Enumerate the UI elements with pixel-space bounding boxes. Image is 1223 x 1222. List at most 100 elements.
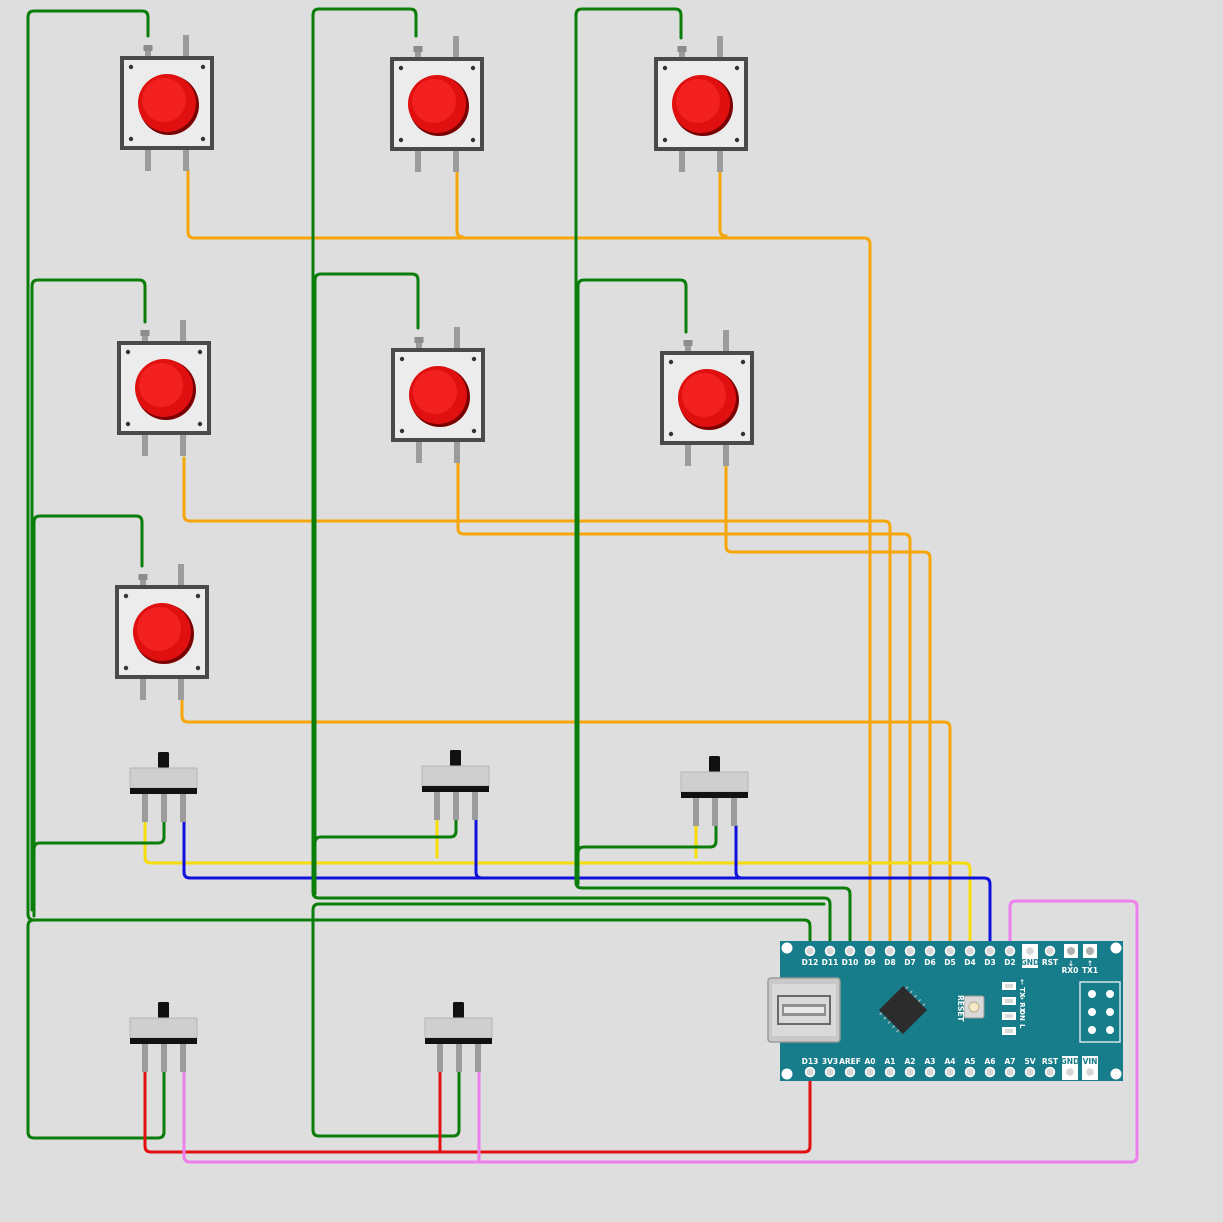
button-7[interactable] bbox=[115, 564, 209, 700]
button-5[interactable] bbox=[391, 327, 485, 463]
wire-orange-button6[interactable] bbox=[724, 463, 932, 954]
wire-green-column1[interactable] bbox=[26, 9, 812, 954]
pin-a6-bottom[interactable]: A6 bbox=[984, 1057, 996, 1078]
button-3[interactable] bbox=[654, 36, 748, 172]
pin-label: D5 bbox=[944, 958, 955, 967]
pin-pad bbox=[864, 945, 876, 957]
pin-a5-bottom[interactable]: A5 bbox=[964, 1057, 976, 1078]
wire-pink-switches[interactable] bbox=[182, 899, 1139, 1164]
switch-4[interactable] bbox=[129, 1002, 198, 1072]
switch-knob[interactable] bbox=[450, 750, 461, 766]
pin-d4-top[interactable]: D4 bbox=[964, 945, 976, 968]
switch-pin bbox=[161, 1044, 167, 1072]
switch-1[interactable] bbox=[129, 752, 198, 822]
switch-body bbox=[129, 767, 198, 789]
pin-rst-top[interactable]: RST bbox=[1042, 945, 1059, 968]
pin-a3-bottom[interactable]: A3 bbox=[924, 1057, 936, 1078]
pin-d13-bottom[interactable]: D13 bbox=[802, 1057, 819, 1078]
button-cap-highlight bbox=[139, 363, 183, 407]
pin-a2-bottom[interactable]: A2 bbox=[904, 1057, 916, 1078]
pin-d12-top[interactable]: D12 bbox=[802, 945, 819, 968]
switch-knob[interactable] bbox=[158, 752, 169, 768]
pin-pad bbox=[864, 1066, 876, 1078]
button-screw bbox=[200, 136, 206, 142]
wire-orange-button4[interactable] bbox=[182, 456, 892, 954]
switch-5[interactable] bbox=[424, 1002, 493, 1072]
wire-green-button6[interactable] bbox=[576, 278, 688, 882]
wire-blue-switch3[interactable] bbox=[734, 824, 744, 880]
pin-5v-bottom[interactable]: 5V bbox=[1024, 1057, 1036, 1078]
wire-green-column2[interactable] bbox=[311, 7, 832, 954]
pin-d6-top[interactable]: D6 bbox=[924, 945, 936, 968]
pin-d7-top[interactable]: D7 bbox=[904, 945, 916, 968]
pin-label: A7 bbox=[1004, 1057, 1015, 1066]
pin-a4-bottom[interactable]: A4 bbox=[944, 1057, 956, 1078]
pin-gnd-bottom[interactable]: GND bbox=[1061, 1056, 1080, 1080]
switch-knob[interactable] bbox=[158, 1002, 169, 1018]
button-6[interactable] bbox=[660, 330, 754, 466]
wire-orange-row1-b3[interactable] bbox=[718, 168, 728, 238]
switch-knob[interactable] bbox=[453, 1002, 464, 1018]
button-cap-highlight bbox=[137, 607, 181, 651]
reset-button-cap[interactable] bbox=[968, 1001, 980, 1013]
wire-green-switch4[interactable] bbox=[26, 918, 166, 1140]
pin-vin-bottom[interactable]: VIN bbox=[1082, 1056, 1098, 1080]
button-leg bbox=[717, 149, 723, 172]
wire-green-button7[interactable] bbox=[32, 514, 144, 918]
pin-gnd-top[interactable]: GND bbox=[1021, 944, 1040, 968]
pin-a7-bottom[interactable]: A7 bbox=[1004, 1057, 1016, 1078]
button-leg bbox=[453, 36, 459, 59]
switch-body bbox=[421, 765, 490, 787]
wire-green-switch5[interactable] bbox=[311, 902, 826, 1138]
wire-green-switch3[interactable] bbox=[576, 824, 718, 886]
button-screw bbox=[470, 137, 476, 143]
pin-d3-top[interactable]: D3 bbox=[984, 945, 996, 968]
pin-pad bbox=[944, 945, 956, 957]
switch-pin bbox=[456, 1044, 462, 1072]
switch-knob[interactable] bbox=[709, 756, 720, 772]
switch-3[interactable] bbox=[680, 756, 749, 826]
wire-green-button4[interactable] bbox=[30, 278, 147, 912]
wire-orange-button7[interactable] bbox=[180, 699, 952, 954]
pin-rst-bottom[interactable]: RST bbox=[1042, 1057, 1059, 1078]
wire-blue-switches[interactable] bbox=[182, 820, 992, 954]
wire-orange-row1[interactable] bbox=[186, 168, 872, 954]
wire-blue-switch2[interactable] bbox=[474, 818, 484, 880]
wire-yellow-switches[interactable] bbox=[143, 820, 972, 954]
pin-d8-top[interactable]: D8 bbox=[884, 945, 896, 968]
button-leg bbox=[685, 340, 691, 353]
wire-green-switch2[interactable] bbox=[313, 818, 458, 896]
button-screw bbox=[197, 421, 203, 427]
switch-base bbox=[425, 1038, 492, 1044]
button-leg bbox=[183, 35, 189, 58]
button-screw bbox=[195, 593, 201, 599]
button-screw bbox=[123, 665, 129, 671]
wire-green-button5[interactable] bbox=[313, 272, 420, 892]
button-1[interactable] bbox=[120, 35, 214, 171]
wire-green-switch1[interactable] bbox=[32, 820, 166, 914]
wire-green-column3[interactable] bbox=[574, 7, 852, 954]
led-tx: ← TX bbox=[1002, 979, 1026, 998]
pin-d11-top[interactable]: D11 bbox=[822, 945, 839, 968]
switch-2[interactable] bbox=[421, 750, 490, 820]
wire-orange-button5[interactable] bbox=[456, 460, 912, 954]
pin-d9-top[interactable]: D9 bbox=[864, 945, 876, 968]
pin-a1-bottom[interactable]: A1 bbox=[884, 1057, 896, 1078]
pin-label: A3 bbox=[924, 1057, 935, 1066]
pin-aref-bottom[interactable]: AREF bbox=[839, 1057, 861, 1078]
pin-pad bbox=[904, 1066, 916, 1078]
pin-3v3-bottom[interactable]: 3V3 bbox=[822, 1057, 838, 1078]
button-leg bbox=[416, 440, 422, 463]
pin-d5-top[interactable]: D5 bbox=[944, 945, 956, 968]
button-2[interactable] bbox=[390, 36, 484, 172]
wire-orange-row1-b2[interactable] bbox=[455, 168, 465, 239]
button-4[interactable] bbox=[117, 320, 211, 456]
pin-a0-bottom[interactable]: A0 bbox=[864, 1057, 876, 1078]
pin-d2-top[interactable]: D2 bbox=[1004, 945, 1016, 968]
button-screw bbox=[399, 428, 405, 434]
pin-d10-top[interactable]: D10 bbox=[842, 945, 859, 968]
pin-pad bbox=[824, 945, 836, 957]
